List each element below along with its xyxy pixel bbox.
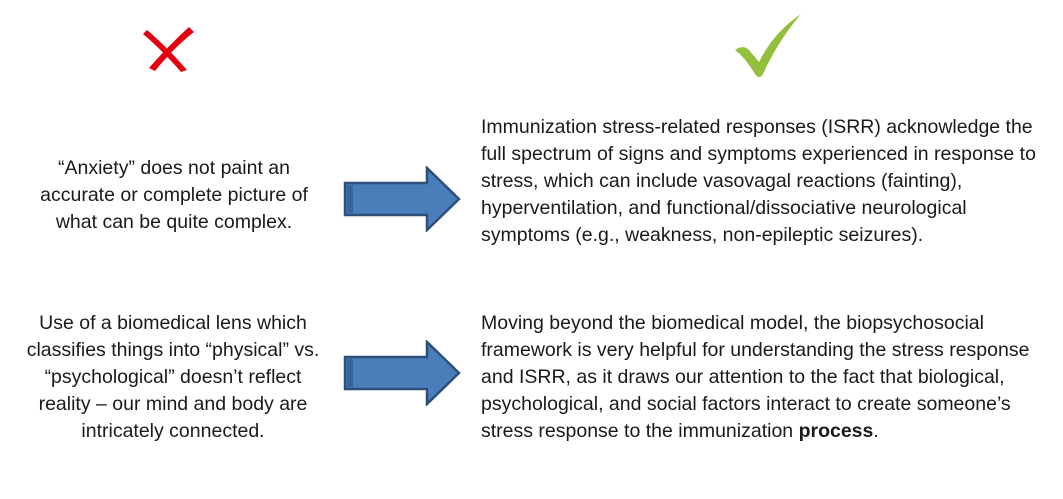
arrow-right-icon (343, 166, 461, 232)
cross-icon (143, 27, 194, 72)
row-2-right-text-end: . (873, 420, 879, 442)
arrow-right-icon (343, 340, 461, 406)
row-2-left-text: Use of a biomedical lens which classifie… (26, 312, 320, 442)
row-1-left-text: “Anxiety” does not paint an accurate or … (40, 157, 308, 233)
check-icon-stroke (735, 14, 801, 77)
row-2-right-text-bold: process (798, 420, 874, 442)
check-icon (735, 14, 801, 77)
cross-icon-stroke-b (149, 27, 194, 71)
row-1-right-text: Immunization stress-related responses (I… (481, 116, 1036, 246)
row-2-right-text-main: Moving beyond the biomedical model, the … (481, 312, 1030, 442)
row-2-right-text: Moving beyond the biomedical model, the … (481, 310, 1051, 445)
